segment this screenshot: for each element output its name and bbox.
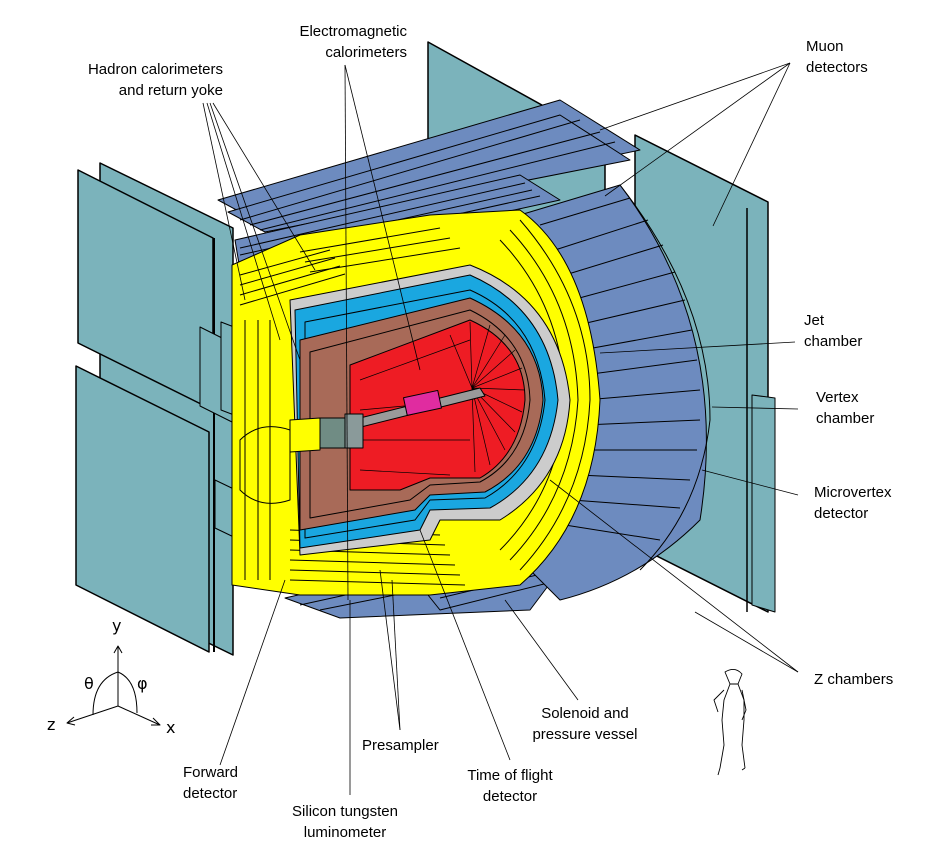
label-time-of-flight: Time of flight detector [467, 767, 553, 805]
leader-lines [202, 62, 799, 795]
axis-label-x: x [166, 718, 176, 737]
axis-label-z: z [47, 715, 56, 734]
label-hadron-calorimeters: Hadron calorimeters and return yoke [87, 61, 223, 99]
axis-label-phi: φ [137, 674, 148, 693]
label-em-calorimeters: Electromagnetic calorimeters [299, 23, 407, 61]
axis-label-theta: θ [84, 674, 94, 693]
label-muon-detectors: Muon detectors [806, 38, 868, 76]
label-forward-detector: Forward detector [183, 764, 239, 802]
axis-label-y: y [112, 616, 122, 635]
label-presampler: Presampler [362, 737, 439, 754]
coordinate-axes [66, 645, 161, 726]
label-silicon-tungsten: Silicon tungsten luminometer [292, 803, 398, 841]
forward-detector [289, 417, 321, 453]
label-z-chambers: Z chambers [814, 671, 894, 688]
left-muon-panels [75, 162, 256, 656]
label-solenoid: Solenoid and pressure vessel [532, 705, 638, 743]
label-jet-chamber: Jet chamber [804, 312, 863, 350]
vertex-region [319, 387, 486, 449]
label-microvertex-detector: Microvertex detector [814, 484, 892, 522]
human-figure [713, 669, 747, 776]
label-vertex-chamber: Vertex chamber [816, 389, 875, 427]
